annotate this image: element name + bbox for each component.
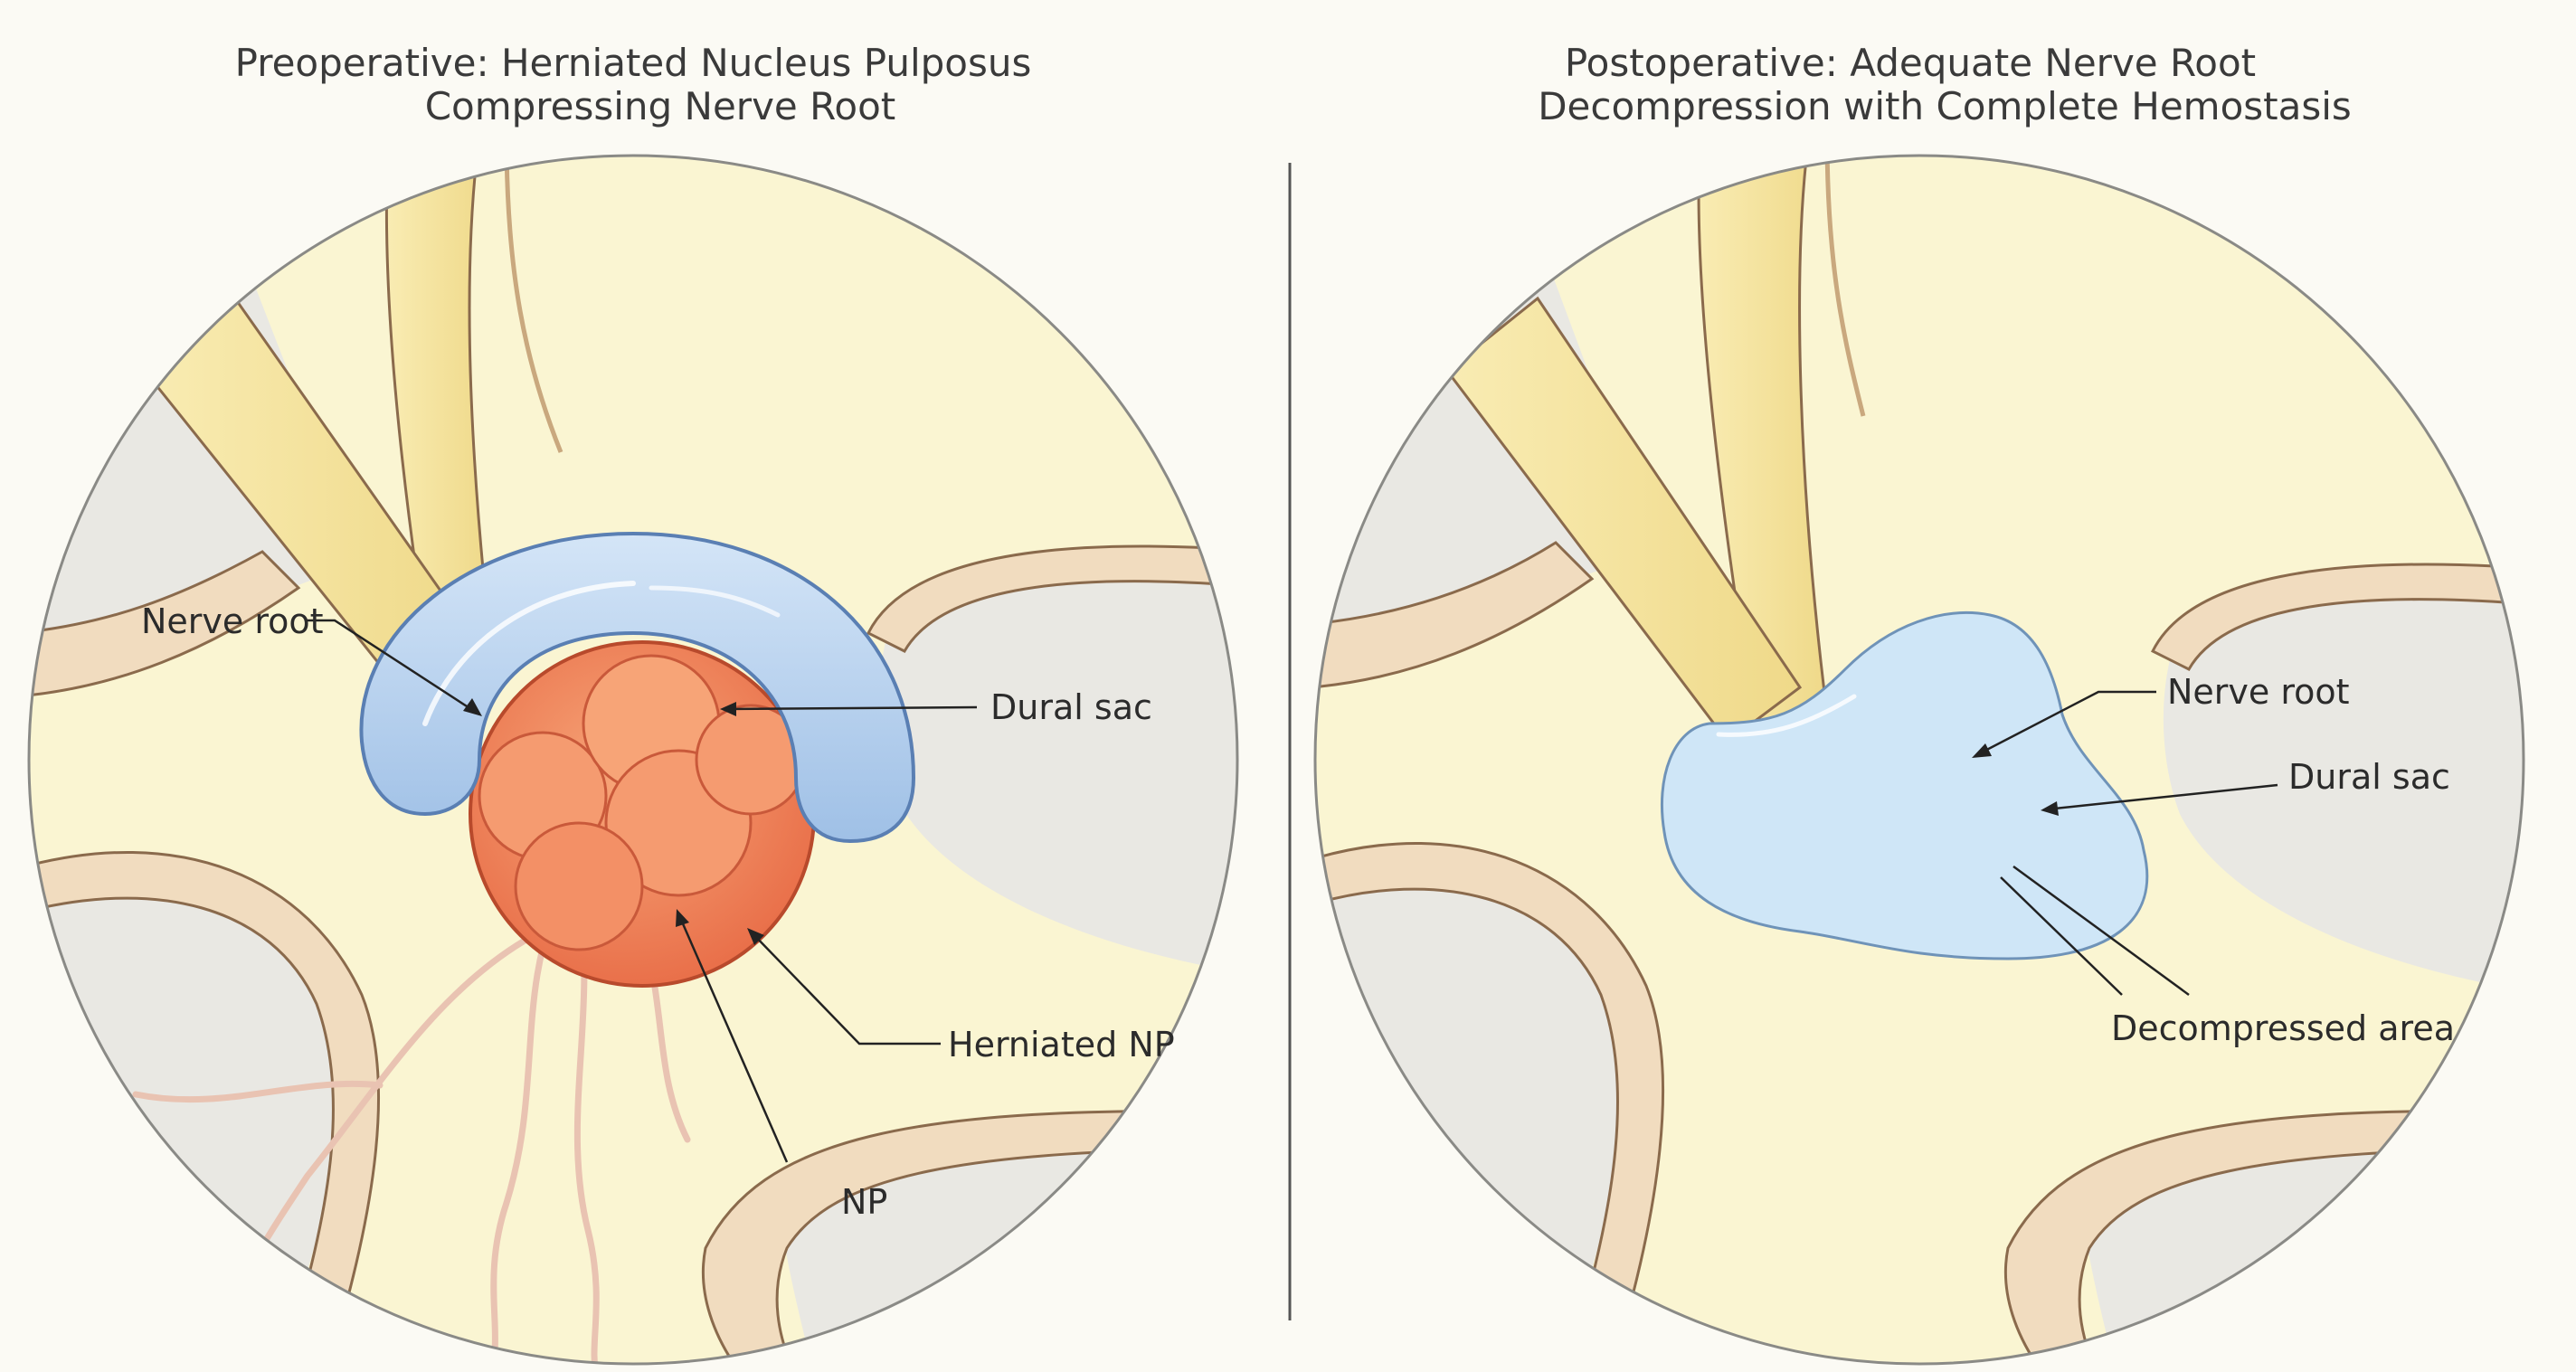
label-np: NP: [841, 1182, 887, 1222]
preoperative-arrowheads: [463, 698, 764, 945]
dural-sac-highlight-post: [1716, 694, 1857, 737]
leader-dural-sac: [723, 705, 978, 711]
postoperative-title-line2: Decompression with Complete Hemostasis: [1538, 84, 2352, 128]
lower-left-void-post: [1315, 885, 1622, 1364]
np-lobule-4: [514, 821, 644, 951]
label-nerve-root-pre: Nerve root: [141, 601, 324, 641]
arrowhead-herniated-np: [747, 928, 764, 945]
upper-left-bone-band: [29, 550, 301, 698]
leader-np: [677, 913, 789, 1163]
lower-right-bone-band-post: [2003, 1110, 2524, 1364]
upper-left-bone-band-post: [1315, 541, 1595, 689]
arrowhead-nerve-root-post: [1972, 743, 1992, 758]
vessel-4: [132, 1080, 384, 1103]
preoperative-title-line1: Preoperative: Herniated Nucleus Pulposus: [235, 41, 1032, 85]
postoperative-surgical-view: [1315, 156, 2524, 1364]
right-void: [878, 556, 1237, 977]
vessel-1: [485, 892, 564, 1364]
dural-sac-highlight-2: [649, 585, 781, 618]
leader-decompressed-1: [2000, 876, 2123, 996]
preoperative-leader-lines: [306, 619, 978, 1163]
preoperative-title-line2: Compressing Nerve Root: [425, 84, 896, 128]
preoperative-surgical-view: [29, 156, 1237, 1364]
preoperative-title: Preoperative: Herniated Nucleus Pulposus…: [235, 41, 1032, 128]
lower-left-bone-band: [29, 850, 381, 1364]
herniated-np-mass: [469, 640, 816, 988]
label-dural-sac-post: Dural sac: [2288, 757, 2450, 797]
decompressed-dural-sac: [1660, 611, 2149, 960]
nerve-fiber-diagonal-post: [1444, 296, 1803, 744]
right-bone-band-post: [2150, 563, 2524, 671]
arrowhead-dural-sac: [720, 702, 736, 716]
dural-sac-arch: [359, 531, 916, 844]
lower-right-bone-band: [701, 1110, 1237, 1364]
label-decompressed-area: Decompressed area: [2111, 1008, 2455, 1048]
leader-nerve-root: [306, 619, 480, 716]
right-bone-band: [866, 544, 1237, 653]
arrowhead-dural-sac-post: [2041, 801, 2059, 816]
postoperative-arrowheads: [1972, 743, 2059, 816]
arrowhead-np: [676, 909, 689, 927]
leader-decompressed-2: [2012, 865, 2190, 997]
label-herniated-np: Herniated NP: [948, 1025, 1175, 1064]
postoperative-leader-lines: [1975, 690, 2278, 997]
vessel-2: [573, 901, 601, 1364]
nerve-fiber-edge-post: [1824, 156, 1866, 417]
preoperative-view-border: [27, 154, 1239, 1366]
arrowhead-nerve-root: [463, 698, 482, 716]
dural-sac-highlight-1: [422, 581, 636, 726]
leader-herniated-np: [750, 931, 941, 1046]
right-void-post: [2163, 572, 2524, 995]
leader-dural-sac-post: [2045, 783, 2278, 811]
label-nerve-root-post: Nerve root: [2167, 672, 2350, 712]
postoperative-title: Postoperative: Adequate Nerve Root Decom…: [1538, 41, 2352, 128]
postoperative-view-border: [1313, 154, 2525, 1366]
label-dural-sac-pre: Dural sac: [990, 687, 1152, 727]
leader-nerve-root-post: [1975, 690, 2156, 757]
preoperative-panel: Preoperative: Herniated Nucleus Pulposus…: [27, 41, 1239, 1366]
nerve-fiber-edge: [504, 156, 564, 453]
postoperative-title-line1: Postoperative: Adequate Nerve Root: [1565, 41, 2256, 85]
postoperative-panel: Postoperative: Adequate Nerve Root Decom…: [1313, 41, 2525, 1366]
lower-left-bone-band-post: [1315, 841, 1665, 1364]
